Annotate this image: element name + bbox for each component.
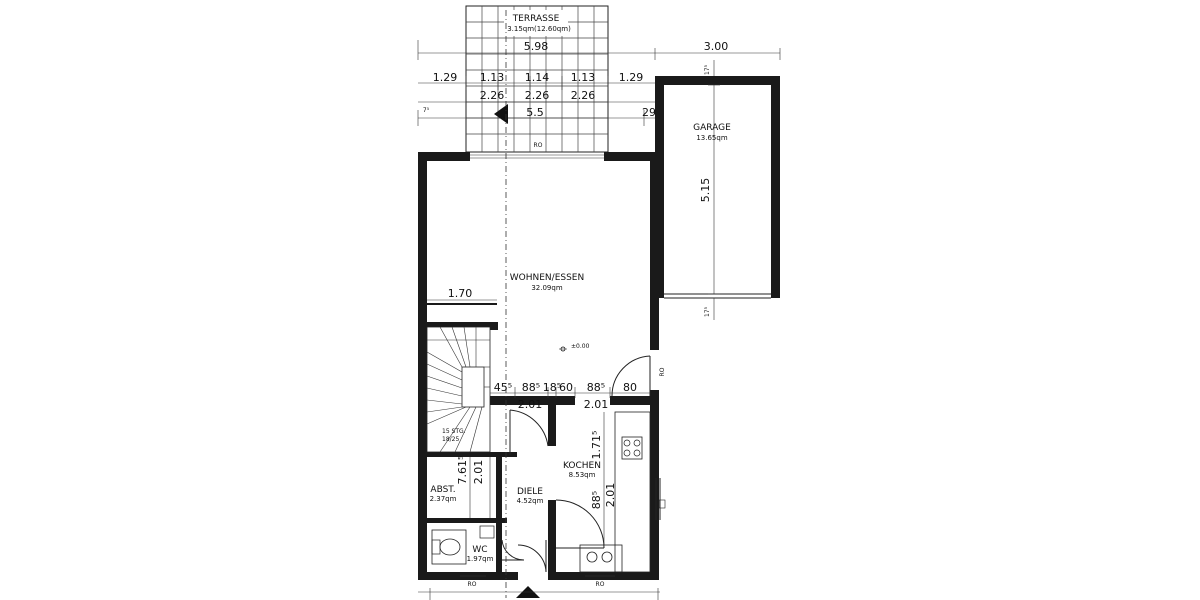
level-marker <box>559 346 567 352</box>
dim-201-d: 2.01 <box>472 460 485 485</box>
dim-55: 5.5 <box>526 106 544 119</box>
dim-60: 60 <box>559 381 573 394</box>
dim-114: 1.14 <box>525 71 550 84</box>
dim-201-b: 2.01 <box>584 398 609 411</box>
kitchen <box>579 411 666 573</box>
dim-88-b: 88⁵ <box>587 381 605 394</box>
door-swing-entrance <box>517 544 547 573</box>
dim-80: 80 <box>623 381 637 394</box>
label-ro-right: RO <box>659 367 666 376</box>
dim-88-c: 88⁵ <box>590 491 603 509</box>
stairs-count: 15 STG. <box>442 428 466 435</box>
door-swing-diele <box>509 409 549 447</box>
walls <box>418 152 659 580</box>
dim-129-right: 1.29 <box>619 71 644 84</box>
dim-top-width: 5.98 <box>524 40 549 53</box>
dim-761: 7.61⁵ <box>456 456 469 485</box>
garage-name: GARAGE <box>693 123 731 133</box>
dim-171: 1.71⁵ <box>590 431 603 460</box>
wohnen-area: 32.09qm <box>531 284 562 292</box>
dim-45: 45⁵ <box>494 381 512 394</box>
dim-18: 18⁵ <box>543 381 561 394</box>
top-dimension-lines <box>417 40 781 126</box>
dim-226-c: 2.26 <box>571 89 596 102</box>
dim-201-c: 2.01 <box>604 483 617 508</box>
bottom-edge-marks <box>418 588 660 600</box>
dim-113-a: 1.13 <box>480 71 505 84</box>
dim-garage-width: 3.00 <box>704 40 729 53</box>
wc-area: 1.97qm <box>467 555 494 563</box>
dim-garage-17-top: 17⁵ <box>704 64 711 75</box>
diele-name: DIELE <box>517 487 543 497</box>
dim-201-a: 2.01 <box>518 398 543 411</box>
level-label: ±0.00 <box>571 343 590 350</box>
dim-113-b: 1.13 <box>571 71 596 84</box>
dim-garage-17-bottom: 17⁵ <box>704 306 711 317</box>
garage-area: 13.65qm <box>696 134 727 142</box>
dim-170: 1.70 <box>448 287 473 300</box>
wohnen-name: WOHNEN/ESSEN <box>510 273 584 283</box>
wc-name: WC <box>472 545 487 555</box>
door-swing-wohnen <box>611 355 651 397</box>
dim-garage-depth: 5.15 <box>699 178 712 203</box>
label-ro-bottom-a: RO <box>468 581 477 588</box>
stairs-ratio: 18/25 <box>442 436 459 443</box>
door-swing-kitchen <box>555 499 605 549</box>
dim-226-a: 2.26 <box>480 89 505 102</box>
dim-129-left: 1.29 <box>433 71 458 84</box>
label-ro-terrace: RO <box>534 142 543 149</box>
terrace-area: 3.15qm(12.60qm) <box>507 25 571 33</box>
dim-88-a: 88⁵ <box>522 381 540 394</box>
abst-area: 2.37qm <box>430 495 457 503</box>
terrace-name: TERRASSE <box>512 14 560 24</box>
abst-name: ABST. <box>430 485 455 495</box>
door-swing-wc <box>501 539 525 561</box>
hall-dimension-lines <box>490 387 650 398</box>
diele-area: 4.52qm <box>517 497 544 505</box>
garage <box>655 60 780 320</box>
dim-left-75: 7⁵ <box>423 107 430 114</box>
dim-226-b: 2.26 <box>525 89 550 102</box>
wc-fixtures <box>431 525 495 565</box>
north-arrow <box>494 104 508 124</box>
dim-29: 29 <box>642 106 656 119</box>
label-ro-bottom-b: RO <box>596 581 605 588</box>
kochen-area: 8.53qm <box>569 471 596 479</box>
staircase <box>426 326 491 453</box>
kochen-name: KOCHEN <box>563 461 601 471</box>
